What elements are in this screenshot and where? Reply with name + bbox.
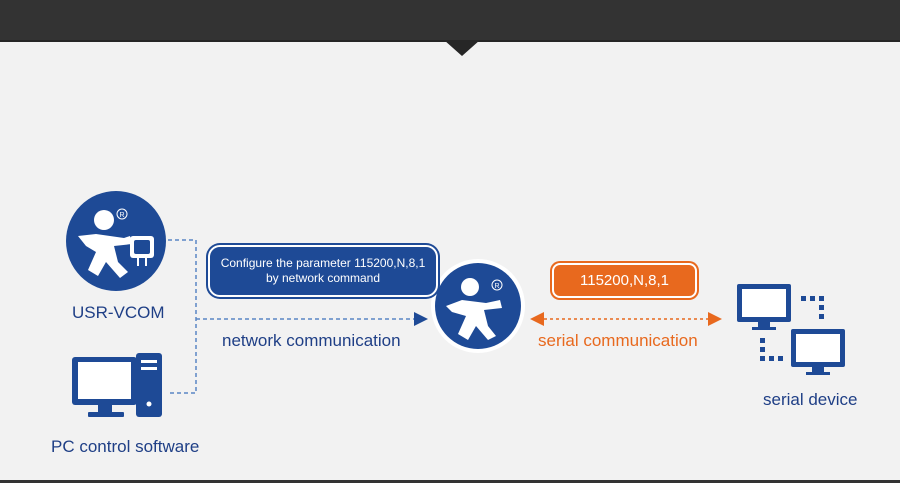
network-config-line-2: by network command — [265, 271, 381, 285]
left-connector-lines — [168, 239, 197, 394]
network-config-bubble: Configure the parameter 115200,N,8,1 by … — [208, 245, 438, 297]
serial-params-bubble: 115200,N,8,1 — [552, 263, 697, 298]
pc-computer-icon — [72, 353, 162, 417]
serial-device-label: serial device — [763, 390, 858, 409]
bottom-border — [0, 480, 900, 483]
network-config-line-1: Configure the parameter 115200,N,8,1 — [220, 256, 426, 270]
svg-text:R: R — [494, 283, 499, 290]
serial-communication-label: serial communication — [538, 331, 698, 350]
top-bar-notch — [444, 40, 480, 56]
network-communication-label: network communication — [222, 331, 401, 350]
center-device-logo-icon: R — [431, 259, 525, 353]
svg-text:R: R — [119, 212, 124, 219]
pc-software-label: PC control software — [51, 437, 200, 456]
usr-vcom-label: USR-VCOM — [72, 303, 165, 322]
usr-vcom-logo-icon: R — [66, 191, 166, 291]
serial-device-icon — [737, 284, 845, 375]
serial-arrow — [530, 312, 722, 326]
network-arrow — [196, 312, 428, 326]
